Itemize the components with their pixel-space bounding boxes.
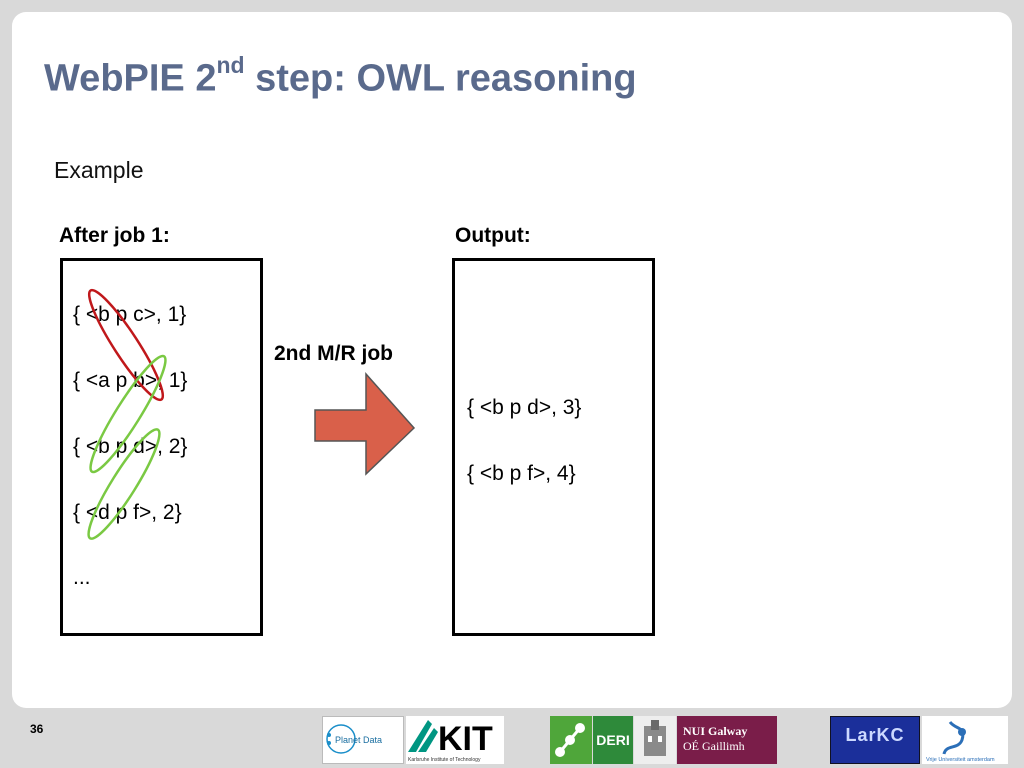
deri-logo: DERI [593, 716, 633, 764]
svg-text:Vrije Universiteit amsterdam: Vrije Universiteit amsterdam [926, 757, 995, 763]
vu-amsterdam-logo: Vrije Universiteit amsterdam [922, 716, 1008, 764]
slide-title: WebPIE 2nd step: OWL reasoning [44, 52, 637, 100]
nui-galway-crest-icon [634, 716, 676, 764]
input-item-4: { <d p f>, 2} [73, 501, 182, 524]
svg-text:KIT: KIT [438, 720, 493, 758]
kit-logo: KIT Karlsruhe Institute of Technology [406, 716, 504, 764]
page-number: 36 [30, 722, 44, 736]
svg-text:Karlsruhe Institute of Technol: Karlsruhe Institute of Technology [408, 757, 481, 763]
output-item-2: { <b p f>, 4} [467, 462, 576, 485]
input-item-3: { <b p d>, 2} [73, 435, 188, 458]
input-item-1: { <b p c>, 1} [73, 303, 187, 326]
planetdata-logo: Planet Data [322, 716, 404, 764]
larkc-logo: LarKC [830, 716, 920, 764]
right-heading: Output: [455, 224, 531, 247]
arrow-label: 2nd M/R job [274, 342, 393, 365]
left-heading: After job 1: [59, 224, 170, 247]
input-item-ellipsis: ... [73, 566, 91, 589]
output-item-1: { <b p d>, 3} [467, 396, 582, 419]
input-item-2: { <a p b>, 1} [73, 369, 188, 392]
green-network-logo [550, 716, 592, 764]
example-label: Example [54, 157, 144, 183]
nui-galway-logo: NUI Galway OÉ Gaillimh [677, 716, 777, 764]
svg-text:Planet Data: Planet Data [335, 735, 382, 745]
output-box [452, 258, 655, 636]
